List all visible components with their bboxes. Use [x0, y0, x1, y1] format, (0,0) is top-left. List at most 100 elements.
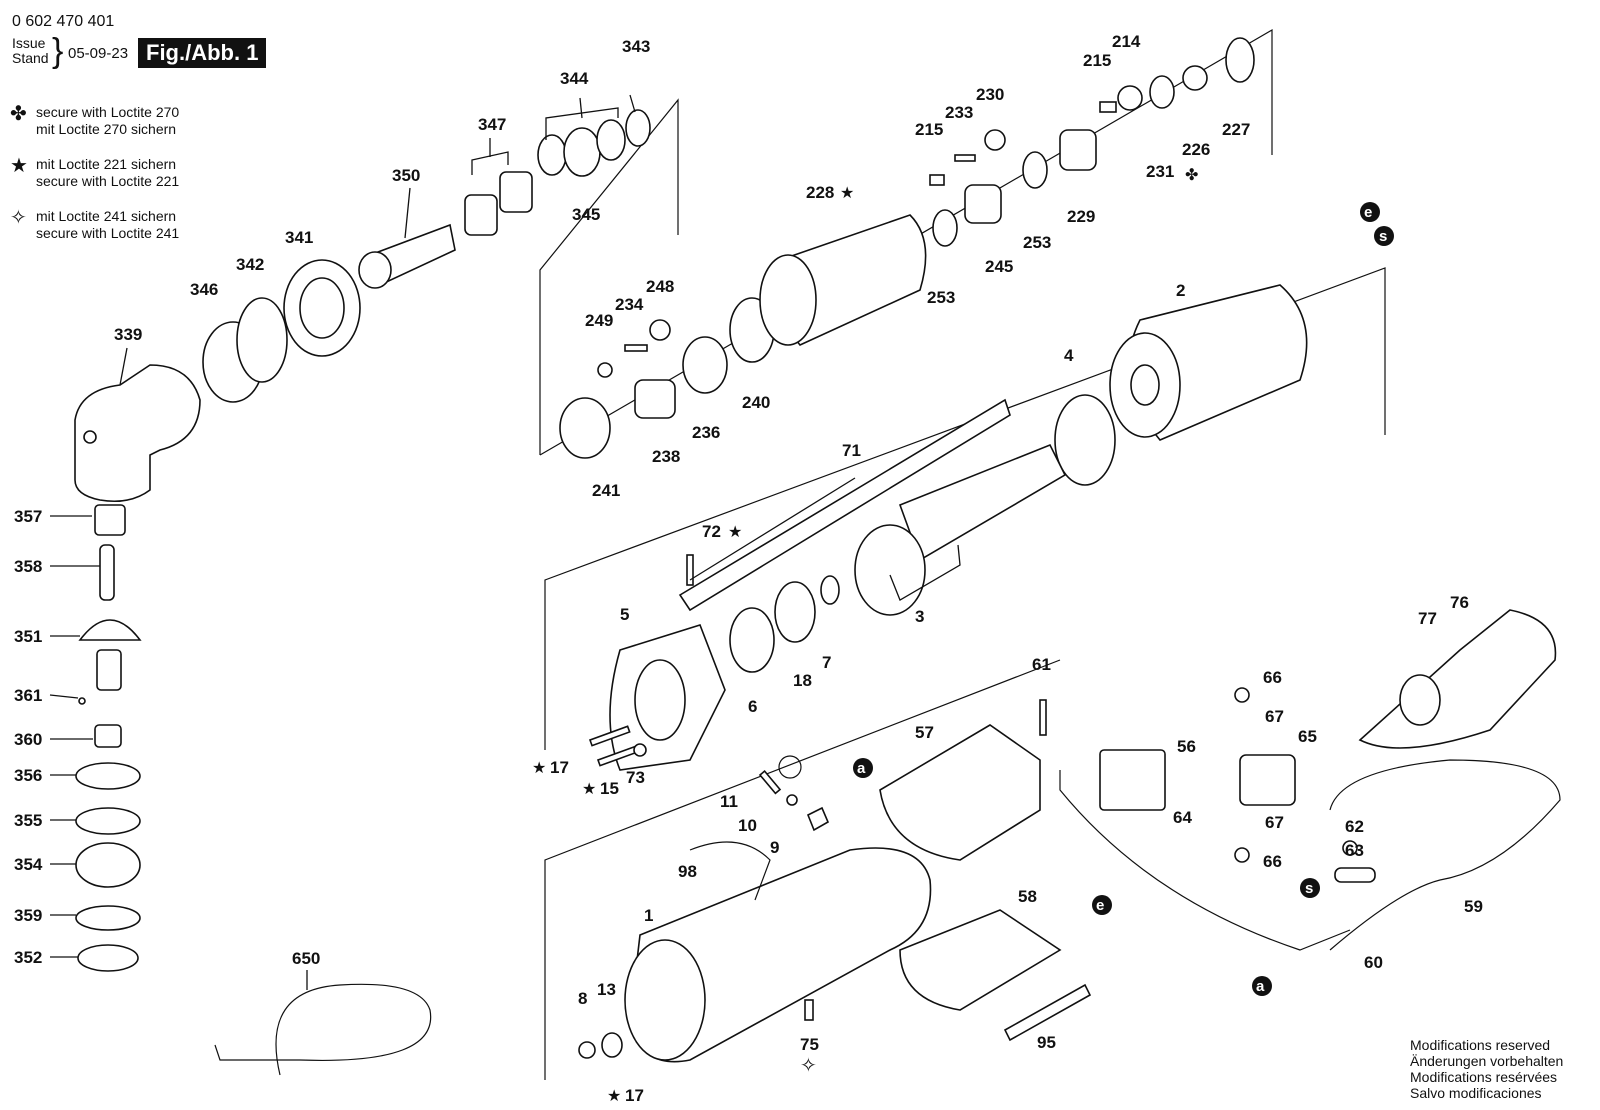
part-label: 1 — [644, 906, 653, 925]
part-label: 59 — [1464, 897, 1483, 916]
part-label: 339 — [114, 325, 142, 344]
washer-253b — [1022, 151, 1048, 189]
modifications-note: Modifications reserved Änderungen vorbeh… — [1410, 1037, 1563, 1101]
sleeve-357 — [94, 504, 126, 536]
planet-carrier-229 — [1059, 129, 1097, 171]
screw-66b — [1234, 847, 1250, 863]
part-label: 57 — [915, 723, 934, 742]
star-icon: ★ — [728, 524, 742, 541]
legend-text: mit Loctite 270 sichern — [36, 121, 177, 137]
washer-253a — [932, 209, 958, 247]
pin-358 — [99, 544, 115, 601]
part-label: 9 — [770, 838, 779, 857]
bearing-6 — [729, 607, 775, 673]
part-label: 66 — [1263, 668, 1282, 687]
footer-line: Änderungen vorbehalten — [1410, 1053, 1564, 1069]
fan-3 — [854, 524, 926, 616]
part-label: 62 — [1345, 817, 1364, 836]
part-label: 253 — [927, 288, 955, 307]
clover-icon: ✤ — [10, 103, 27, 125]
part-label: 18 — [793, 671, 812, 690]
gear-214 — [1117, 85, 1143, 111]
part-label: 352 — [14, 948, 42, 967]
label-98 — [689, 841, 771, 901]
washer-73 — [633, 743, 647, 757]
capacitor-65 — [1239, 754, 1296, 806]
loctite-markers: ★ ★ ★ ★ ★ ✤ ✧ — [532, 167, 1198, 1105]
bearing-356 — [75, 762, 141, 790]
bevel-gear-shaft — [96, 649, 122, 691]
shaft-gear-350 — [358, 251, 392, 289]
figure-label: Fig./Abb. 1 — [138, 38, 267, 68]
washer-344a — [537, 134, 567, 176]
part-label: 229 — [1067, 207, 1095, 226]
part-label: 15 — [600, 779, 619, 798]
bracket-3 — [889, 544, 961, 601]
footer-line: Modifications resérvées — [1410, 1069, 1558, 1085]
four-point-star-icon: ✧ — [10, 207, 27, 229]
gear-housing-end — [759, 254, 817, 346]
bearing-241 — [559, 397, 611, 459]
star-icon: ★ — [10, 155, 28, 177]
pin-249 — [597, 362, 613, 378]
motor-parts — [588, 284, 1308, 771]
part-label: 8 — [578, 989, 587, 1008]
part-label: 650 — [292, 949, 320, 968]
legend-text: secure with Loctite 270 — [36, 104, 180, 120]
part-label: 236 — [692, 423, 720, 442]
plate-95 — [1003, 983, 1092, 1042]
screw-72 — [686, 554, 694, 586]
badge-e: e — [1092, 895, 1112, 915]
badge-s: s — [1300, 878, 1320, 898]
part-label: 347 — [478, 115, 506, 134]
part-label: 67 — [1265, 813, 1284, 832]
power-cord-59 — [1329, 759, 1561, 951]
ground-icon — [778, 755, 802, 779]
part-label: 215 — [1083, 51, 1111, 70]
part-label: 361 — [14, 686, 42, 705]
cord-protector-76 — [1358, 609, 1557, 749]
legend-loctite-221: ★ mit Loctite 221 sichern secure with Lo… — [10, 156, 210, 190]
circlip-343 — [625, 109, 651, 147]
stator-bore — [1130, 364, 1160, 406]
part-label: 17 — [550, 758, 569, 777]
leader-lines — [49, 94, 961, 990]
washer-13 — [601, 1032, 623, 1058]
part-label: 67 — [1265, 707, 1284, 726]
leader-line — [119, 347, 128, 386]
screw-62 — [1342, 840, 1358, 856]
badge-s: s — [1374, 226, 1394, 246]
leader-line — [629, 94, 636, 113]
part-label: 253 — [1023, 233, 1051, 252]
handle-cover-57 — [879, 724, 1041, 861]
screw-61 — [1039, 699, 1047, 736]
part-label: 17 — [625, 1086, 644, 1105]
leader-line — [579, 97, 583, 119]
document-number: 0 602 470 401 — [12, 13, 115, 30]
part-label: 10 — [738, 816, 757, 835]
connection-badges: e s a a e s — [853, 202, 1394, 996]
handle-shell-58 — [899, 909, 1062, 1011]
bearing-236 — [682, 336, 728, 394]
part-label: 226 — [1182, 140, 1210, 159]
legend-text: secure with Loctite 241 — [36, 225, 180, 241]
part-label: 76 — [1450, 593, 1469, 612]
part-label: 13 — [597, 980, 616, 999]
svg-text:e: e — [1364, 204, 1372, 221]
strain-relief-77 — [1399, 674, 1441, 726]
screw-75 — [804, 999, 814, 1021]
sleeve-360 — [94, 724, 122, 748]
screw-66a — [1234, 687, 1250, 703]
part-label: 346 — [190, 280, 218, 299]
part-label: 75 — [800, 1035, 819, 1054]
gear-248 — [649, 319, 671, 341]
washer-10 — [786, 794, 798, 806]
legend-text: secure with Loctite 221 — [36, 173, 180, 189]
part-label: 11 — [720, 792, 738, 811]
pin-215b — [1099, 101, 1117, 113]
bearing-flange-bore — [634, 659, 686, 741]
part-labels: 343 344 347 350 345 341 342 346 339 357 … — [14, 32, 1483, 1105]
angle-head-339 — [74, 364, 201, 503]
disc-227 — [1225, 37, 1255, 83]
